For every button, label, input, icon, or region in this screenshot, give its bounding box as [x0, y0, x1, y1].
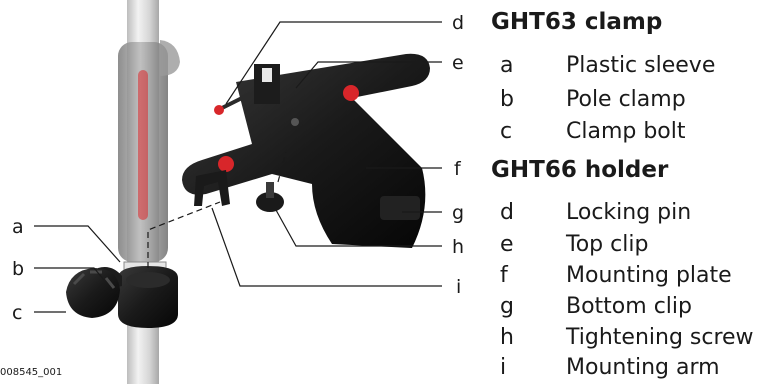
callout-a: a: [12, 216, 24, 238]
callout-b: b: [12, 258, 24, 280]
guide-lines: [147, 151, 287, 268]
callout-e: e: [452, 52, 464, 74]
callout-i: i: [456, 276, 461, 298]
callout-g: g: [452, 202, 464, 224]
callout-c: c: [12, 302, 22, 324]
top-clip: [254, 64, 280, 104]
legend-label-g: Bottom clip: [566, 294, 692, 319]
mounting-arm: [194, 170, 230, 206]
pole-clamp: [98, 261, 178, 328]
mounting-plate: [182, 53, 430, 249]
clamp-bolt: [66, 268, 120, 318]
legend-letter-b: b: [500, 87, 514, 112]
legend-label-b: Pole clamp: [566, 87, 686, 112]
figure-id: 008545_001: [0, 367, 62, 378]
legend-letter-i: i: [500, 355, 507, 380]
legend-title-holder: GHT66 holder: [491, 157, 669, 183]
legend-label-i: Mounting arm: [566, 355, 720, 380]
legend-letter-a: a: [500, 53, 514, 78]
callout-f: f: [454, 158, 462, 180]
legend-label-a: Plastic sleeve: [566, 53, 716, 78]
legend-letter-g: g: [500, 294, 514, 319]
legend-label-f: Mounting plate: [566, 263, 732, 288]
legend-label-e: Top clip: [566, 232, 649, 257]
tightening-screw: [256, 182, 284, 212]
legend-letter-e: e: [500, 232, 514, 257]
legend-label-c: Clamp bolt: [566, 119, 686, 144]
callout-leaders: [34, 21, 442, 313]
callout-h: h: [452, 236, 464, 258]
legend-letter-f: f: [500, 263, 508, 288]
legend-letter-d: d: [500, 200, 514, 225]
pole: [118, 0, 180, 384]
legend-title-clamp: GHT63 clamp: [491, 9, 663, 35]
legend-label-d: Locking pin: [566, 200, 692, 225]
legend-letter-c: c: [500, 119, 513, 144]
callout-d: d: [452, 12, 464, 34]
locking-pin: [214, 92, 251, 115]
legend-label-h: Tightening screw: [566, 325, 754, 350]
legend-letter-h: h: [500, 325, 514, 350]
